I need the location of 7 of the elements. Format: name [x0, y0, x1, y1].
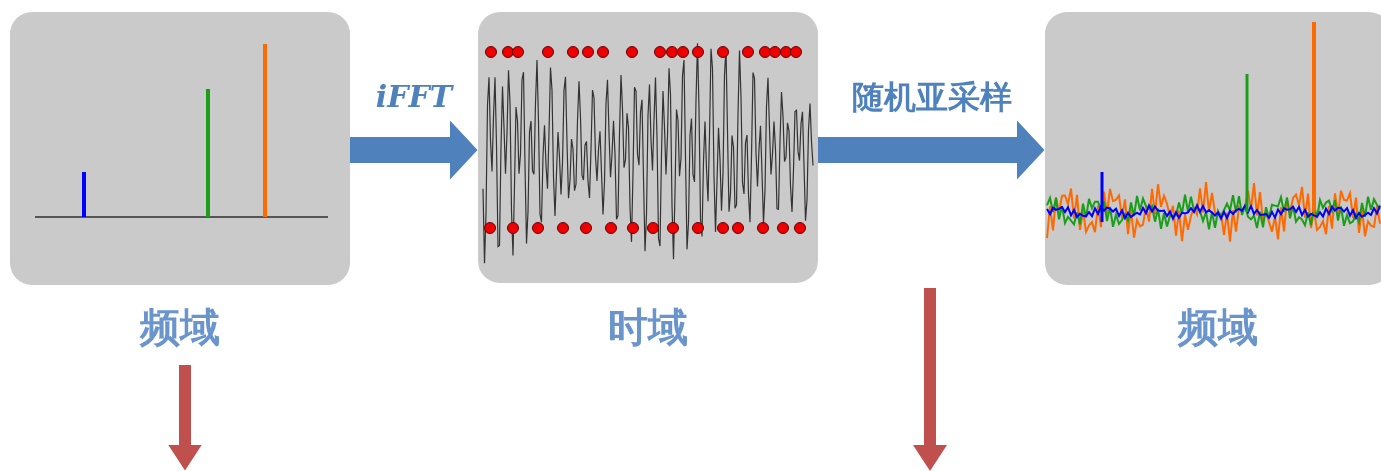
domain-caption: 频域: [140, 303, 220, 352]
domain-caption: 时域: [608, 303, 688, 352]
domain-caption: 频域: [1178, 303, 1258, 352]
arrow: [818, 120, 1045, 180]
arrow: [350, 120, 478, 180]
edge-label: 随机亚采样: [851, 80, 1012, 116]
arrow: [168, 365, 202, 471]
